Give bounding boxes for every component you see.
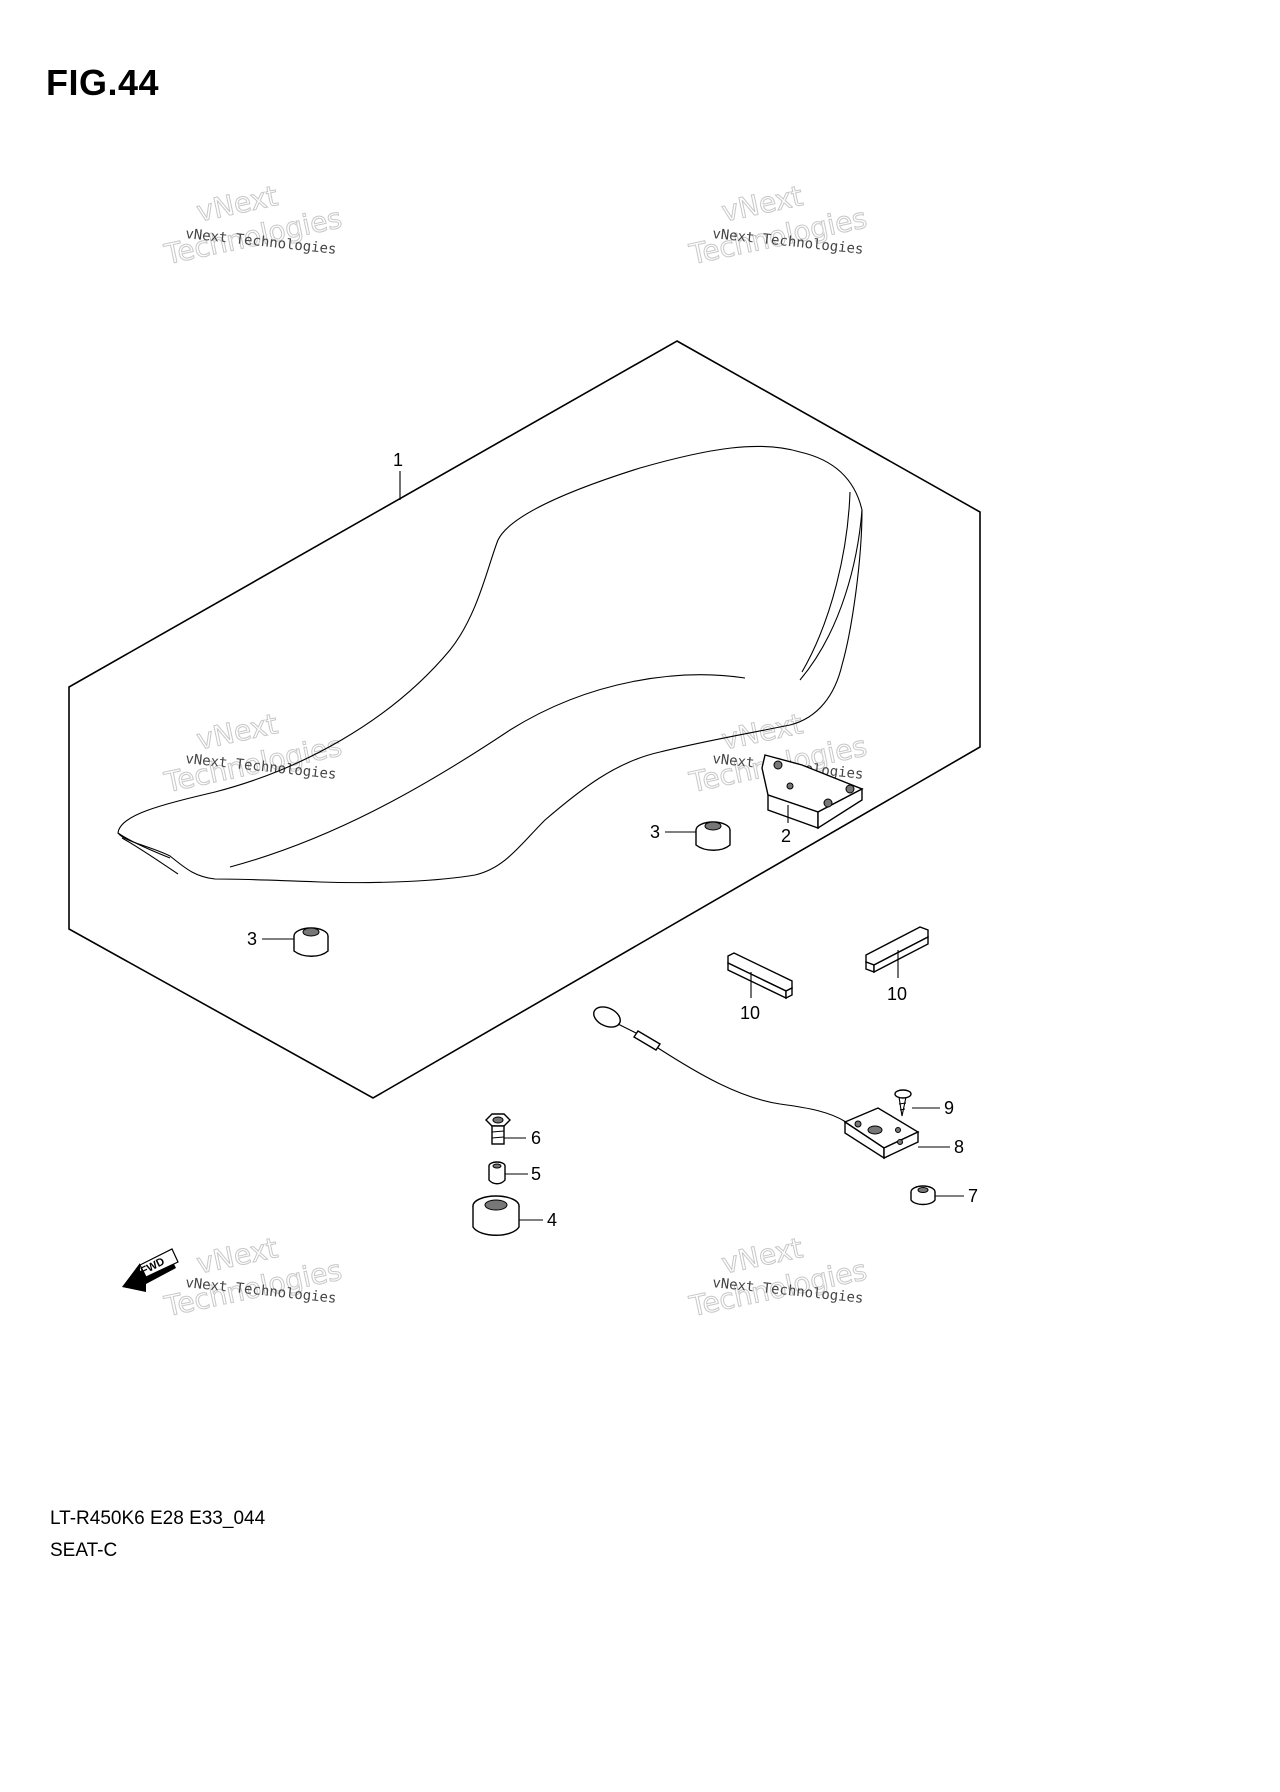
callout-bolt: 6	[531, 1128, 541, 1148]
assembly-outline-box	[68, 340, 981, 1099]
screw-part	[894, 1089, 912, 1117]
callout-tape-right: 10	[887, 984, 907, 1004]
watermark: vNext Technologies	[685, 1231, 870, 1324]
release-cable-part	[593, 1006, 847, 1123]
callout-seat: 1	[393, 450, 403, 470]
watermark: vNext Technologies	[160, 707, 345, 800]
section-name: SEAT-C	[50, 1540, 118, 1561]
bracket-part	[761, 754, 864, 830]
tape-right-part	[865, 926, 929, 974]
seat-part	[117, 445, 863, 884]
collar-part	[488, 1161, 506, 1185]
model-code: LT-R450K6 E28 E33_044	[50, 1508, 266, 1529]
tape-left-part	[727, 952, 793, 1000]
watermark-group: vNext Technologies vNext Technologies vN…	[160, 179, 870, 1324]
callout-grommet: 7	[968, 1186, 978, 1206]
callout-cushion-right: 3	[650, 822, 660, 842]
callout-tape-left: 10	[740, 1003, 760, 1023]
watermark: vNext Technologies	[685, 179, 870, 272]
figure-title: FIG.44	[46, 62, 160, 103]
bolt-part	[485, 1113, 511, 1145]
callout-spacer: 4	[547, 1210, 557, 1230]
callout-plate: 8	[954, 1137, 964, 1157]
callout-collar: 5	[531, 1164, 541, 1184]
cushion-right-part	[695, 821, 731, 851]
spacer-large-part	[472, 1195, 520, 1236]
callout-bracket: 2	[781, 826, 791, 846]
watermark: vNext Technologies	[160, 1231, 345, 1324]
callout-screw: 9	[944, 1098, 954, 1118]
cushion-left-part	[293, 927, 329, 957]
plate-part	[843, 1107, 920, 1160]
forward-direction-arrow: FWD	[122, 1248, 179, 1292]
grommet-part	[910, 1185, 936, 1206]
callout-cushion-left: 3	[247, 929, 257, 949]
